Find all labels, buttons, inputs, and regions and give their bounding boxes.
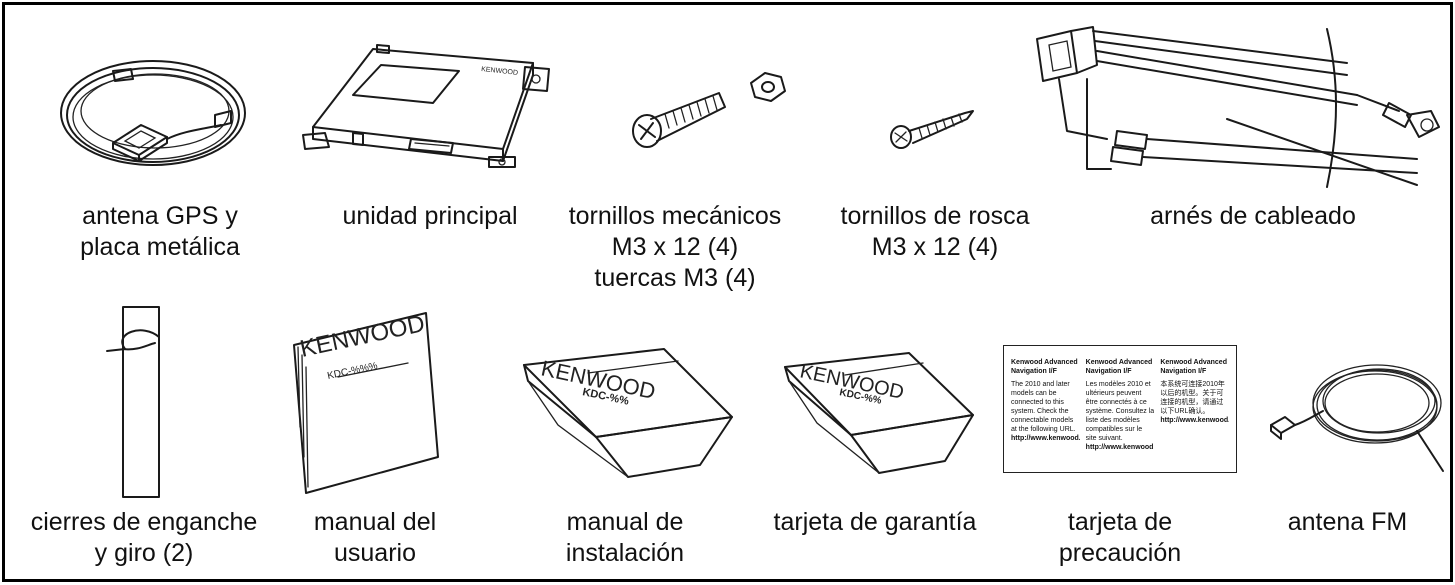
tapping-screw-illustration — [887, 105, 987, 155]
warranty-card-illustration: KENWOOD KDC-%% — [779, 349, 979, 479]
item-wiring-harness: arnés de cableado — [1015, 5, 1450, 295]
main-unit-label: unidad principal — [342, 202, 518, 230]
caution-card-column: Kenwood Advanced Navigation I/F Les modè… — [1085, 359, 1155, 451]
item-machine-screws: tornillos mecánicos M3 x 12 (4) tuercas … — [545, 5, 805, 305]
user-manual-label: manual del usuario — [313, 508, 437, 567]
item-hook-loop: cierres de enganche y giro (2) — [5, 295, 280, 585]
item-caution-card: Kenwood Advanced Navigation I/F The 2010… — [995, 295, 1245, 585]
install-manual-label: manual de instalación — [565, 508, 685, 567]
caution-card-label: tarjeta de precaución — [1058, 508, 1182, 567]
caution-card-column: Kenwood Advanced Navigation I/F 本系统可连接20… — [1160, 359, 1229, 424]
hook-loop-illustration — [103, 303, 183, 501]
gps-antenna-label: antena GPS y placa metálica — [80, 202, 240, 261]
item-tapping-screws: tornillos de rosca M3 x 12 (4) — [825, 5, 1045, 295]
hook-loop-label: cierres de enganche y giro (2) — [30, 508, 258, 567]
item-fm-antenna: antena FM — [1245, 295, 1450, 585]
fm-antenna-illustration — [1267, 351, 1447, 481]
tapping-screws-label: tornillos de rosca M3 x 12 (4) — [840, 202, 1030, 261]
warranty-card-label: tarjeta de garantía — [773, 508, 977, 536]
gps-antenna-illustration — [53, 51, 253, 191]
item-install-manual: KENWOOD KDC-%% manual de instalación — [500, 295, 750, 585]
item-user-manual: KENWOOD KDC-%%% manual del usuario — [280, 295, 470, 585]
main-unit-illustration: KENWOOD — [293, 39, 553, 174]
item-gps-antenna: antena GPS y placa metálica — [5, 5, 275, 295]
item-main-unit: KENWOOD unidad principal — [285, 5, 550, 295]
machine-screw-illustration — [625, 63, 805, 153]
caution-card-column: Kenwood Advanced Navigation I/F The 2010… — [1011, 359, 1080, 442]
install-manual-illustration: KENWOOD KDC-%% — [518, 345, 738, 480]
wiring-harness-label: arnés de cableado — [1150, 202, 1356, 230]
caution-card-illustration: Kenwood Advanced Navigation I/F The 2010… — [1003, 345, 1237, 473]
item-warranty-card: KENWOOD KDC-%% tarjeta de garantía — [755, 295, 995, 585]
machine-screws-label: tornillos mecánicos M3 x 12 (4) tuercas … — [568, 202, 782, 292]
svg-text:KENWOOD: KENWOOD — [481, 66, 518, 77]
svg-text:KENWOOD: KENWOOD — [298, 310, 428, 363]
wiring-harness-illustration — [1027, 19, 1447, 189]
user-manual-illustration: KENWOOD KDC-%%% — [288, 307, 443, 497]
svg-text:KDC-%%%: KDC-%%% — [326, 361, 378, 382]
fm-antenna-label: antena FM — [1287, 508, 1408, 536]
